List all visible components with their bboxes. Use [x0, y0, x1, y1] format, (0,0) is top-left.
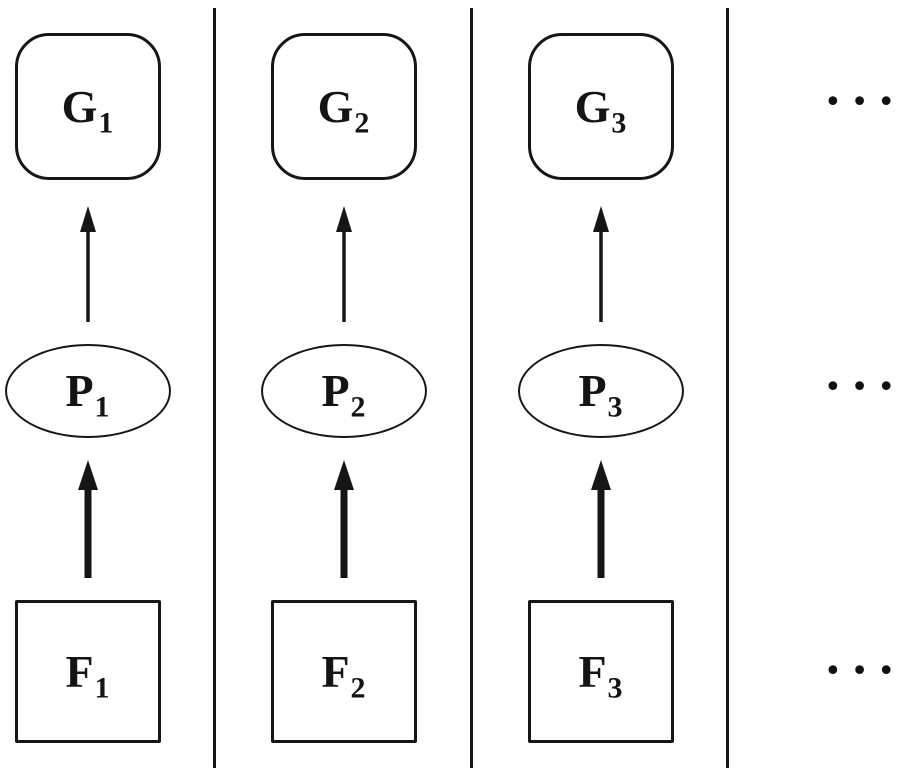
ellipsis-dots-p-row-icon: •••: [824, 370, 897, 405]
node-g1-label: G1: [61, 80, 115, 139]
node-p2: P2: [261, 344, 427, 438]
column-separator-2: [470, 8, 473, 768]
column-separator-3: [726, 8, 729, 768]
node-g3: G3: [528, 33, 674, 180]
node-p1: P1: [5, 344, 171, 438]
node-p3: P3: [518, 344, 684, 438]
node-f2: F2: [271, 600, 417, 743]
node-g3-label: G3: [574, 80, 628, 139]
node-f3-label: F3: [578, 645, 624, 704]
node-f1: F1: [15, 600, 161, 743]
arrow-f2-to-p2-icon: [331, 460, 357, 580]
node-g2-label: G2: [317, 80, 371, 139]
node-f2-label: F2: [321, 645, 367, 704]
node-f1-label: F1: [65, 645, 111, 704]
arrow-p2-to-g2-icon: [331, 204, 357, 324]
arrow-f3-to-p3-icon: [588, 460, 614, 580]
ellipsis-dots-f-row-icon: •••: [824, 654, 897, 689]
arrow-f1-to-p1-icon: [75, 460, 101, 580]
column-separator-1: [213, 8, 216, 768]
node-f3: F3: [528, 600, 674, 743]
ellipsis-dots-g-row-icon: •••: [824, 85, 897, 120]
node-p2-label: P2: [321, 365, 367, 424]
node-g2: G2: [271, 33, 417, 180]
node-p3-label: P3: [578, 365, 624, 424]
node-p1-label: P1: [65, 365, 111, 424]
arrow-p3-to-g3-icon: [588, 204, 614, 324]
node-g1: G1: [15, 33, 161, 180]
arrow-p1-to-g1-icon: [75, 204, 101, 324]
